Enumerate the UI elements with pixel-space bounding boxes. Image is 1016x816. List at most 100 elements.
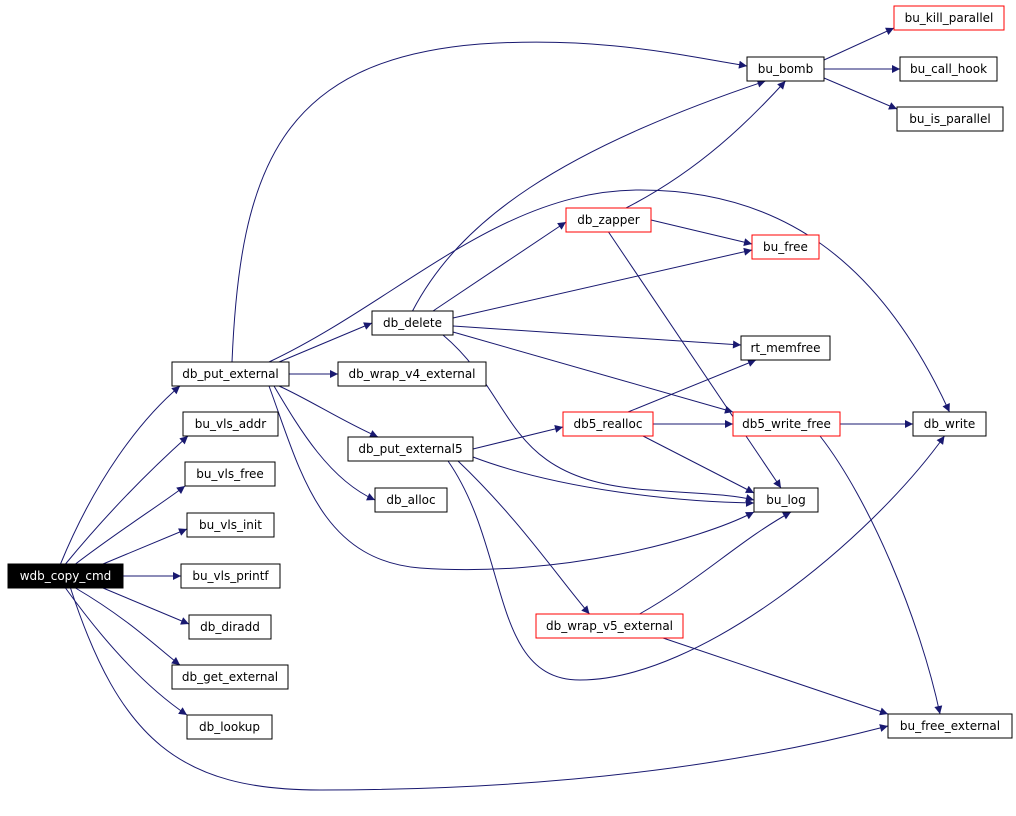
node-db_diradd[interactable]: db_diradd (188, 614, 272, 640)
node-box (182, 411, 279, 437)
node-rt_memfree[interactable]: rt_memfree (740, 335, 831, 361)
edge-db_put_external-to-db_alloc (273, 385, 376, 501)
edge-db_delete-to-db5_write_free (452, 331, 734, 414)
node-db5_write_free[interactable]: db5_write_free (732, 411, 841, 437)
node-label: db_put_external (182, 367, 279, 381)
node-bu_bomb[interactable]: bu_bomb (746, 56, 825, 82)
node-wdb_copy_cmd: wdb_copy_cmd (7, 563, 124, 589)
node-box (562, 411, 654, 437)
node-label: bu_call_hook (910, 62, 987, 76)
node-db5_realloc[interactable]: db5_realloc (562, 411, 654, 437)
node-box (565, 207, 652, 233)
edge-bu_bomb-to-bu_is_parallel (823, 77, 898, 110)
node-bu_free[interactable]: bu_free (751, 234, 820, 260)
node-bu_vls_init[interactable]: bu_vls_init (186, 512, 275, 538)
edge-db_delete-to-bu_free (452, 247, 753, 319)
node-label: bu_bomb (758, 62, 814, 76)
edge-db5_write_free-to-bu_free_external (819, 435, 943, 715)
edge-db_zapper-to-bu_log (608, 231, 782, 489)
edge-wdb_copy_cmd-to-db_diradd (102, 587, 190, 625)
node-label: bu_log (766, 493, 806, 507)
node-label: bu_free (763, 240, 808, 254)
node-db_lookup[interactable]: db_lookup (186, 714, 273, 740)
node-box (753, 487, 819, 513)
node-box (188, 614, 272, 640)
node-db_write[interactable]: db_write (912, 411, 987, 437)
node-box (899, 56, 998, 82)
node-db_wrap_v5_external[interactable]: db_wrap_v5_external (535, 613, 684, 639)
node-box (186, 714, 273, 740)
node-box (887, 713, 1013, 739)
edge-db_put_external-to-db_put_external5 (278, 385, 379, 438)
node-label: db_alloc (386, 493, 435, 507)
edge-db_put_external-to-bu_log (268, 385, 755, 571)
node-label: db_zapper (577, 213, 640, 227)
node-db_get_external[interactable]: db_get_external (171, 664, 289, 690)
node-box (746, 56, 825, 82)
node-label: db_get_external (182, 670, 278, 684)
node-db_wrap_v4_external[interactable]: db_wrap_v4_external (337, 361, 487, 387)
node-label: bu_free_external (900, 719, 1000, 733)
edge-wdb_copy_cmd-to-db_lookup (65, 587, 188, 716)
node-bu_kill_parallel[interactable]: bu_kill_parallel (893, 5, 1005, 31)
node-db_alloc[interactable]: db_alloc (374, 487, 448, 513)
node-box (347, 436, 474, 462)
edge-db_delete-to-db_zapper (432, 221, 567, 312)
edge-wdb_copy_cmd-to-bu_vls_addr (65, 435, 189, 565)
node-box (893, 5, 1005, 31)
edge-db5_realloc-to-rt_memfree (627, 359, 757, 413)
node-box (751, 234, 820, 260)
nodes: wdb_copy_cmddb_put_externalbu_vls_addrbu… (7, 5, 1013, 740)
node-label: db_put_external5 (358, 442, 462, 456)
node-box (371, 310, 454, 336)
edge-db_put_external5-to-db_wrap_v5_external (457, 460, 590, 615)
node-label: db_wrap_v4_external (348, 367, 475, 381)
node-box (535, 613, 684, 639)
node-label: bu_vls_free (196, 467, 264, 481)
node-label: db_lookup (199, 720, 260, 734)
edge-db_delete-to-bu_bomb (412, 79, 766, 312)
node-label: db_diradd (200, 620, 260, 634)
node-box (171, 361, 290, 387)
edge-db_zapper-to-bu_free (650, 219, 753, 247)
node-bu_vls_addr[interactable]: bu_vls_addr (182, 411, 279, 437)
edge-wdb_copy_cmd-to-bu_free_external (70, 587, 889, 791)
node-box (912, 411, 987, 437)
node-label: db_delete (383, 316, 442, 330)
edge-db_put_external5-to-bu_log (472, 456, 755, 507)
node-label: bu_vls_printf (192, 569, 269, 583)
edge-wdb_copy_cmd-to-db_put_external (60, 385, 181, 565)
node-bu_free_external[interactable]: bu_free_external (887, 713, 1013, 739)
node-label: db_write (924, 417, 975, 431)
node-db_zapper[interactable]: db_zapper (565, 207, 652, 233)
edges (60, 27, 950, 791)
node-db_delete[interactable]: db_delete (371, 310, 454, 336)
node-box (184, 461, 276, 487)
node-bu_is_parallel[interactable]: bu_is_parallel (896, 106, 1004, 132)
node-db_put_external[interactable]: db_put_external (171, 361, 290, 387)
node-box (740, 335, 831, 361)
node-label: bu_kill_parallel (905, 11, 994, 25)
edge-db_put_external-to-bu_bomb (231, 41, 748, 363)
node-bu_vls_free[interactable]: bu_vls_free (184, 461, 276, 487)
node-bu_vls_printf[interactable]: bu_vls_printf (180, 563, 281, 589)
node-bu_log[interactable]: bu_log (753, 487, 819, 513)
node-box (896, 106, 1004, 132)
edge-db_put_external5-to-db_write (447, 435, 945, 681)
node-label: wdb_copy_cmd (20, 569, 112, 583)
edge-db_zapper-to-bu_bomb (625, 80, 786, 209)
node-label: db5_realloc (574, 417, 643, 431)
node-db_put_external5[interactable]: db_put_external5 (347, 436, 474, 462)
edge-bu_bomb-to-bu_kill_parallel (823, 27, 895, 61)
edge-wdb_copy_cmd-to-bu_vls_free (75, 485, 186, 565)
edge-db_put_external-to-db_delete (278, 322, 373, 363)
node-label: db5_write_free (742, 417, 831, 431)
node-box (180, 563, 281, 589)
edge-db_delete-to-rt_memfree (452, 325, 742, 349)
node-box (732, 411, 841, 437)
node-box (337, 361, 487, 387)
node-bu_call_hook[interactable]: bu_call_hook (899, 56, 998, 82)
node-label: bu_vls_addr (195, 417, 266, 431)
node-box (374, 487, 448, 513)
